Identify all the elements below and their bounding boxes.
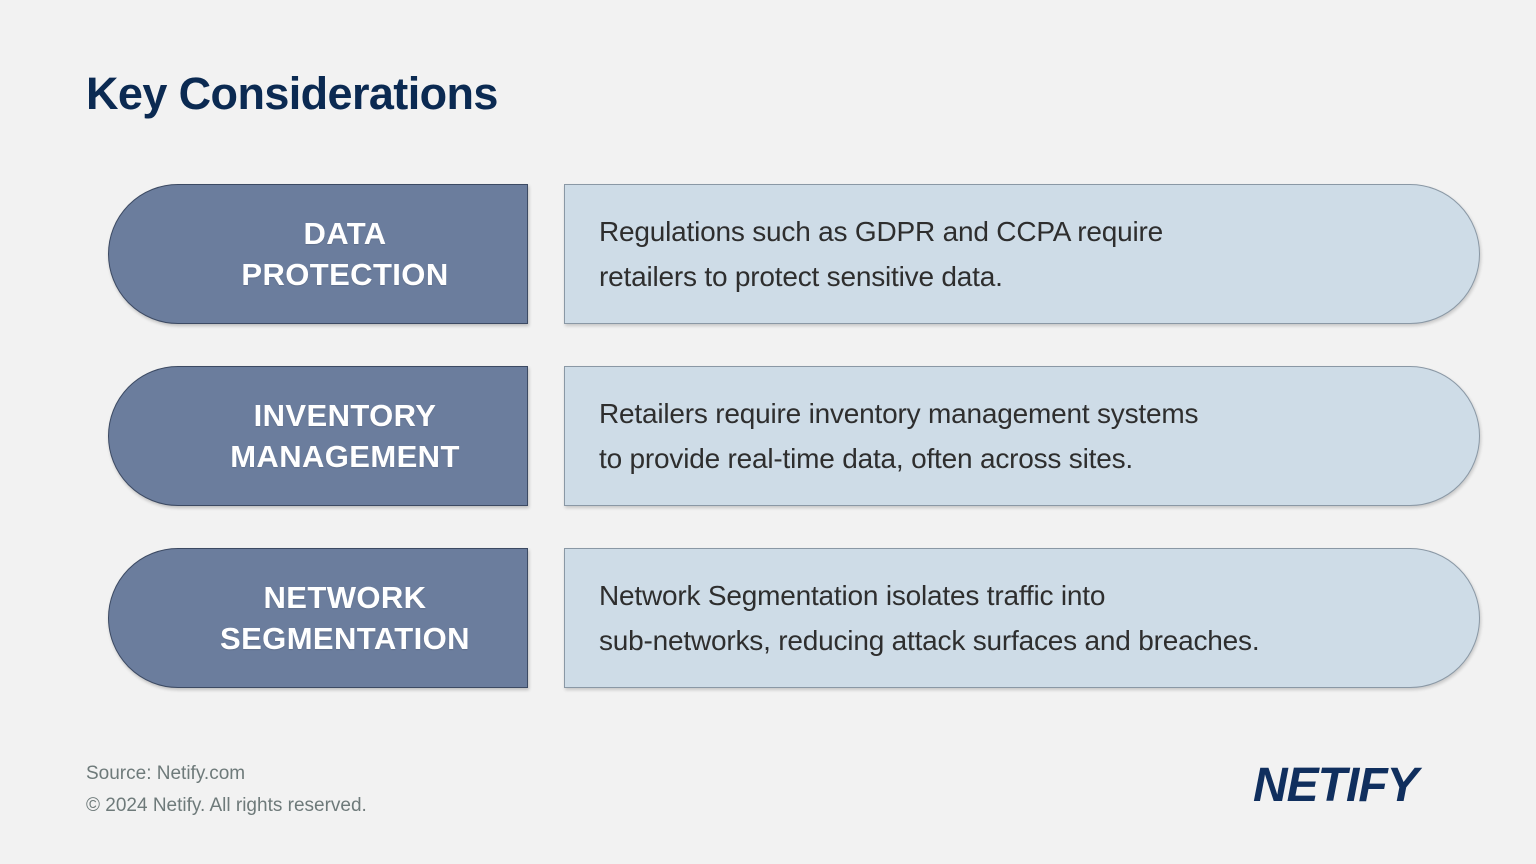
consideration-row: NETWORK SEGMENTATION Network Segmentatio… (0, 548, 1536, 688)
consideration-description-panel-network-segmentation[interactable]: Network Segmentation isolates traffic in… (564, 548, 1480, 688)
consideration-label-pill-data-protection[interactable]: DATA PROTECTION (108, 184, 528, 324)
consideration-label-pill-inventory-management[interactable]: INVENTORY MANAGEMENT (108, 366, 528, 506)
footer-copyright-text: © 2024 Netify. All rights reserved. (86, 795, 367, 816)
consideration-description-panel-inventory-management[interactable]: Retailers require inventory management s… (564, 366, 1480, 506)
consideration-row: INVENTORY MANAGEMENT Retailers require i… (0, 366, 1536, 506)
consideration-description-text: Regulations such as GDPR and CCPA requir… (599, 215, 1164, 292)
page-title: Key Considerations (86, 68, 498, 119)
consideration-description-text: Retailers require inventory management s… (599, 397, 1199, 474)
consideration-description-panel-data-protection[interactable]: Regulations such as GDPR and CCPA requir… (564, 184, 1480, 324)
consideration-label-text: NETWORK SEGMENTATION (220, 579, 470, 656)
footer-source-text: Source: Netify.com (86, 763, 246, 784)
consideration-label-text: INVENTORY MANAGEMENT (230, 397, 460, 474)
considerations-list: DATA PROTECTION Regulations such as GDPR… (0, 184, 1536, 730)
consideration-label-pill-network-segmentation[interactable]: NETWORK SEGMENTATION (108, 548, 528, 688)
consideration-row: DATA PROTECTION Regulations such as GDPR… (0, 184, 1536, 324)
consideration-label-text: DATA PROTECTION (241, 215, 449, 292)
consideration-description-text: Network Segmentation isolates traffic in… (599, 579, 1260, 656)
netify-logo: NETIFY (1253, 759, 1419, 812)
